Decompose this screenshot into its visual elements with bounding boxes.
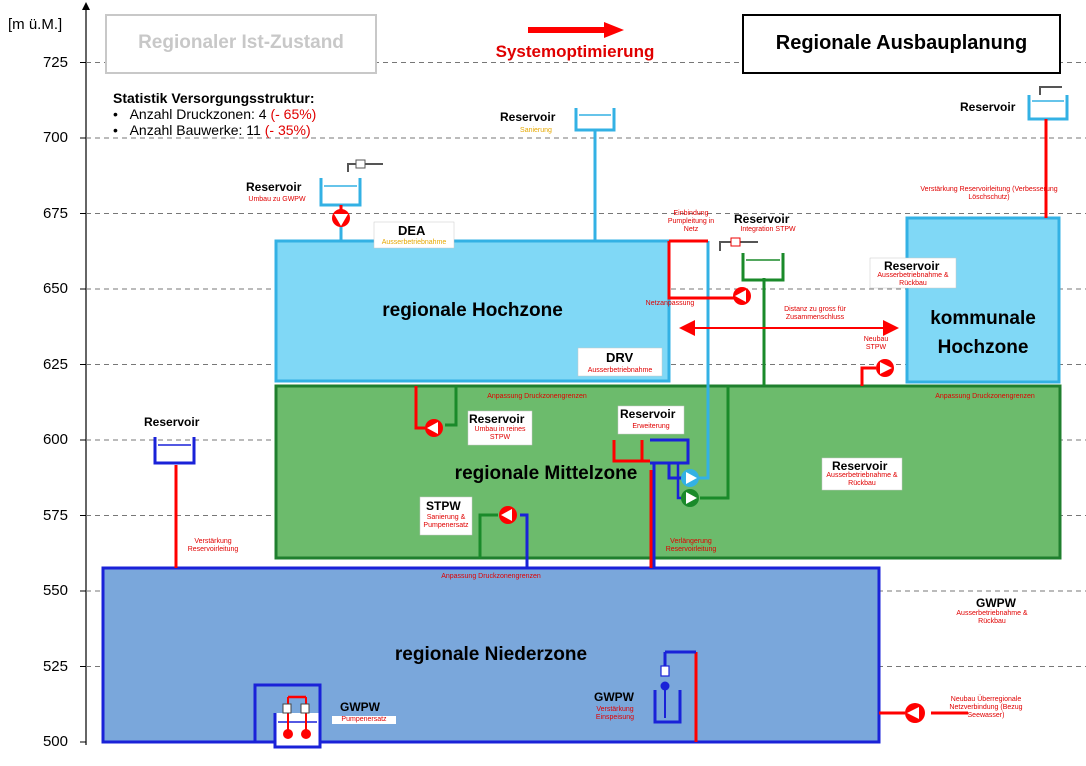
tick-label: 525 — [42, 657, 68, 675]
label-backgrounds — [373, 221, 957, 536]
label-sub: Verstärkung Einspeisung — [595, 706, 635, 721]
label-sub: Integration STPW — [740, 226, 796, 233]
label-reservoir: Reservoir — [469, 412, 525, 426]
pump-icon — [425, 419, 443, 437]
label-verstaerkung-left: Verstärkung Reservoirleitung — [187, 538, 239, 553]
label-reservoir: Reservoir — [144, 415, 200, 429]
label-verstaerkung: Verstärkung Reservoirleitung (Verbesseru… — [920, 186, 1058, 201]
label-anpassung: Anpassung Druckzonengrenzen — [441, 573, 541, 580]
pump-icon — [876, 359, 894, 377]
reservoir-vessel — [319, 178, 362, 207]
label-distanz: Distanz zu gross für Zusammenschluss — [784, 306, 846, 321]
label-neubau-stpw: Neubau STPW — [863, 336, 889, 351]
label-dea: DEA — [398, 223, 426, 238]
label-sub: Erweiterung — [632, 423, 670, 430]
label-drv: DRV — [606, 350, 634, 365]
tick-marks — [80, 62, 86, 743]
label-netzanpassung: Netzanpassung — [645, 300, 695, 307]
zone-kommunale-hochzone — [905, 216, 1061, 384]
optimization-title: Systemoptimierung — [495, 42, 655, 61]
pumps — [332, 209, 925, 723]
label-sub: Pumpenersatz — [332, 716, 396, 724]
label-reservoir: Reservoir — [884, 259, 940, 273]
label-reservoir: Reservoir — [960, 100, 1016, 114]
reservoir-vessel — [741, 253, 785, 282]
label-sub: Sanierung & Pumpenersatz — [423, 514, 469, 529]
gwpw-well — [273, 695, 322, 749]
zone-title-mittel: regionale Mittelzone — [454, 463, 638, 484]
label-sub: Umbau zu GWPW — [248, 196, 306, 203]
label-sub: Ausserbetriebnahme & Rückbau — [956, 610, 1028, 625]
tick-label: 725 — [42, 53, 68, 71]
y-axis — [82, 2, 90, 745]
stats-line: • Anzahl Druckzonen: 4 (- 65%) — [113, 106, 317, 122]
label-gwpw: GWPW — [976, 596, 1016, 610]
reservoir-vessel — [1027, 95, 1069, 121]
axis-arrow-icon — [82, 2, 90, 10]
zone-title-hoch: regionale Hochzone — [382, 300, 563, 321]
tick-label: 600 — [42, 431, 68, 448]
zone-niederzone — [101, 566, 881, 744]
label-sub: Umbau in reines STPW — [474, 426, 526, 441]
axis-unit: [m ü.M.] — [8, 16, 63, 33]
stats-title: Statistik Versorgungsstruktur: — [113, 90, 315, 106]
label-gwpw: GWPW — [594, 690, 634, 704]
tick-label: 675 — [42, 204, 68, 222]
pump-icon — [733, 287, 751, 305]
label-reservoir: Reservoir — [734, 212, 790, 226]
label-sub: Sanierung — [520, 127, 552, 134]
label-verlaengerung: Verlängerung Reservoirleitung — [665, 538, 717, 553]
ist-title: Regionaler Ist-Zustand — [138, 32, 344, 53]
label-sub: Ausserbetriebnahme & Rückbau — [826, 472, 898, 487]
zone-title-kommunal: kommunale Hochzone — [930, 308, 1036, 358]
niederzone-pipes — [153, 437, 696, 742]
tick-label: 550 — [42, 582, 68, 599]
label-gwpw: GWPW — [340, 700, 380, 714]
label-reservoir: Reservoir — [620, 407, 676, 421]
pump-icon — [681, 489, 699, 507]
valve-icon — [347, 86, 1062, 251]
label-sub: Ausserbetriebnahme — [587, 367, 653, 374]
tick-label: 650 — [42, 280, 68, 297]
label-sub: Ausserbetriebnahme — [381, 239, 447, 246]
tick-label: 700 — [42, 129, 68, 146]
stats-line: • Anzahl Bauwerke: 11 (- 35%) — [113, 122, 311, 138]
ist-box — [105, 14, 377, 74]
stats-block: Statistik Versorgungsstruktur: • Anzahl … — [113, 90, 316, 138]
label-reservoir: Reservoir — [500, 110, 556, 124]
label-sub: Ausserbetriebnahme & Rückbau — [877, 272, 949, 287]
label-stpw: STPW — [426, 499, 461, 513]
tick-label: 625 — [42, 355, 68, 373]
label-reservoir: Reservoir — [832, 459, 888, 473]
label-neubau-ueber: Neubau Überregionale Netzverbindung (Bez… — [949, 696, 1023, 719]
plan-box — [742, 14, 1061, 74]
red-pipes — [174, 119, 1048, 742]
tick-label: 575 — [42, 506, 68, 524]
reservoir-vessel — [574, 108, 616, 132]
pump-icon — [332, 209, 350, 227]
gwpw-well — [660, 665, 670, 718]
label-reservoir: Reservoir — [246, 180, 302, 194]
plan-title: Regionale Ausbauplanung — [775, 32, 1028, 54]
pump-icon — [681, 469, 699, 487]
label-anpassung: Anpassung Druckzonengrenzen — [935, 393, 1035, 400]
pump-icon — [499, 506, 517, 524]
label-anpassung: Anpassung Druckzonengrenzen — [487, 393, 587, 400]
tick-label: 500 — [42, 733, 68, 750]
label-einbindung: Einbindung Pumpleitung in Netz — [667, 210, 715, 233]
pump-icon — [905, 703, 925, 723]
zone-title-nieder: regionale Niederzone — [394, 644, 588, 665]
